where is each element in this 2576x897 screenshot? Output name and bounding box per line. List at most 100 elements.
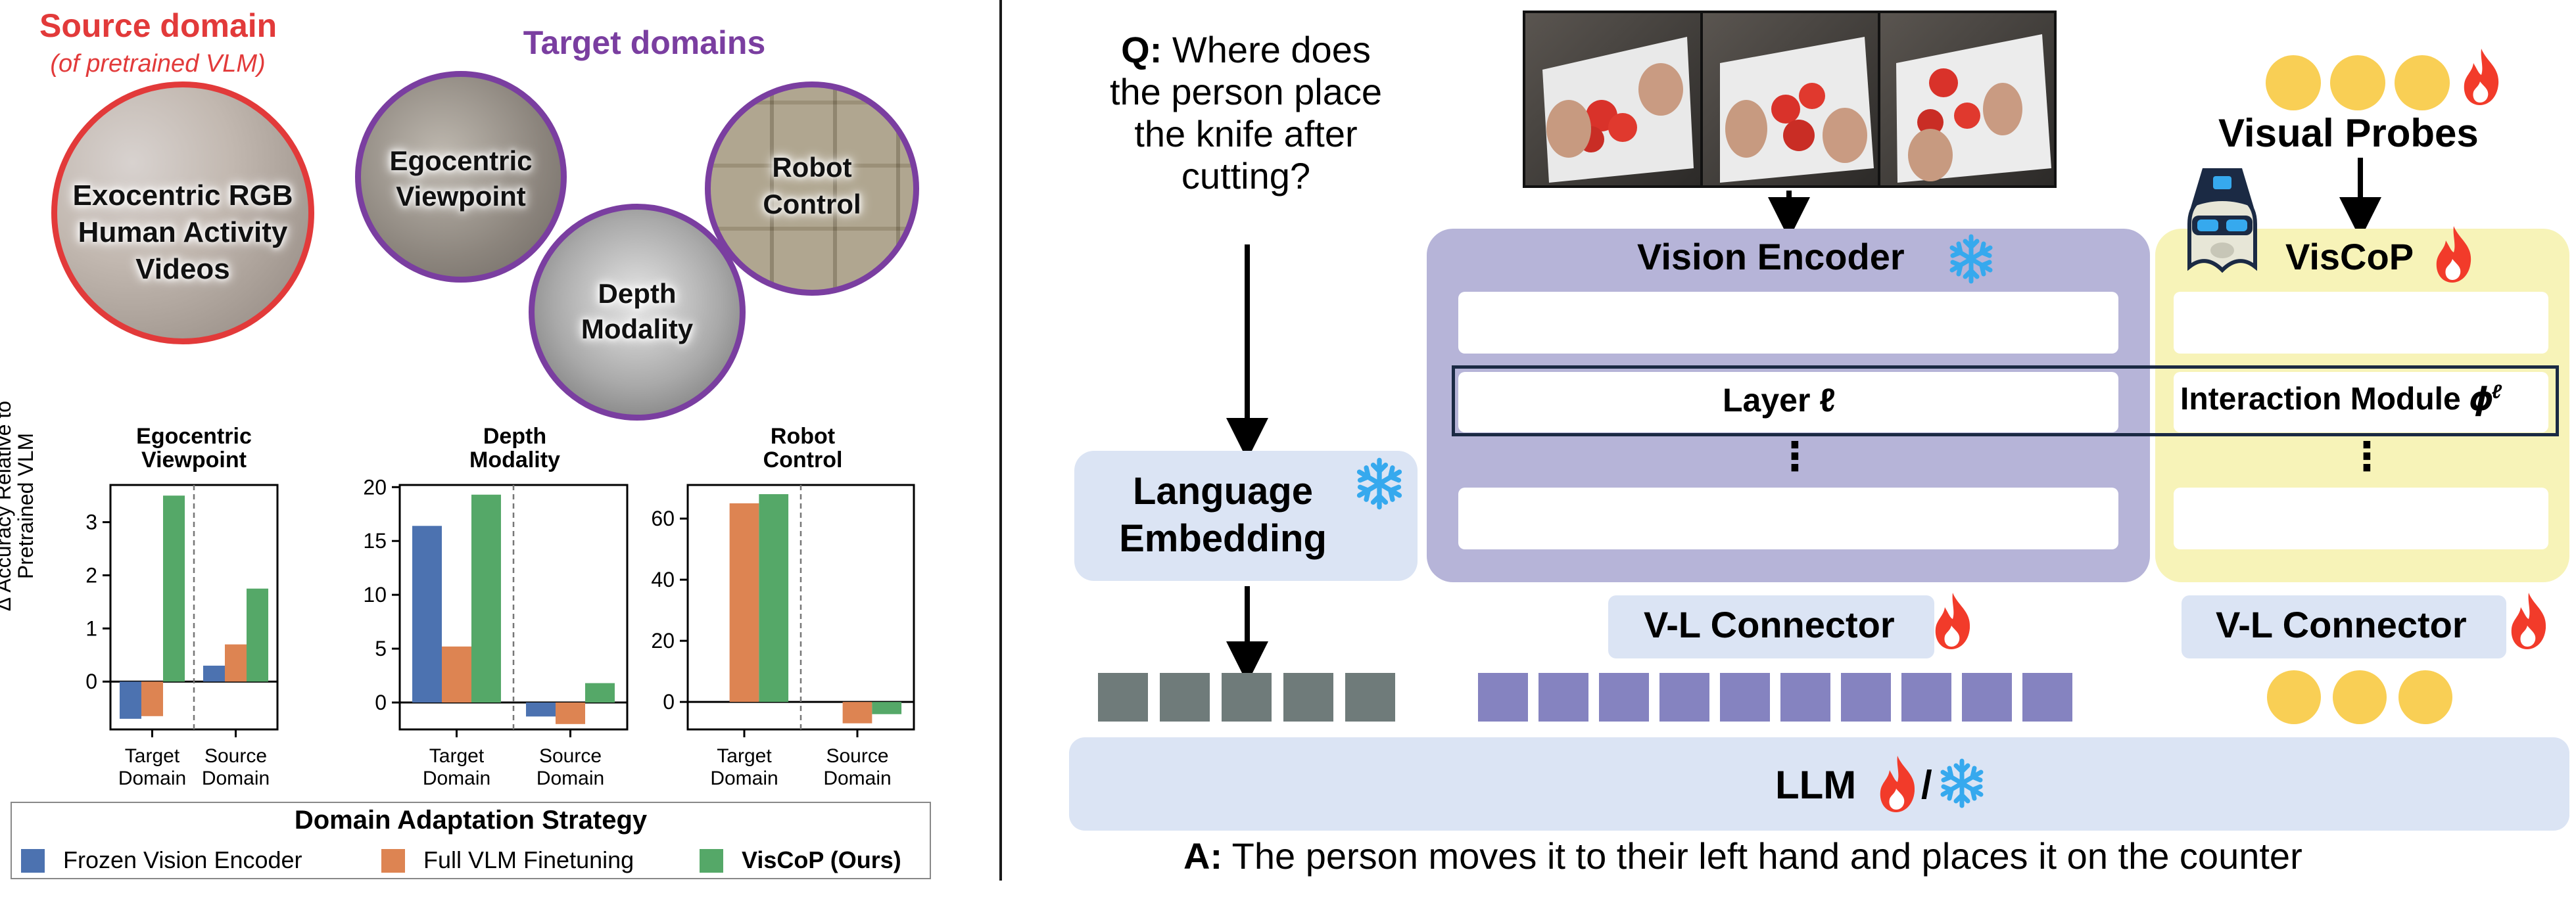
x-tick-label: Domain <box>823 768 891 789</box>
bar <box>842 702 872 724</box>
layer-l-label: Layer ℓ <box>1723 382 1836 419</box>
y-tick-label: 0 <box>375 691 387 714</box>
flame-icon-vl-left <box>1935 593 1970 649</box>
x-tick-label: Target <box>125 745 180 767</box>
flame-icon-llm <box>1880 756 1915 812</box>
x-tick-label: Source <box>826 745 888 767</box>
y-tick-label: 60 <box>651 507 675 530</box>
depth-circle-line-1: Depth <box>598 278 677 309</box>
y-tick-label: 10 <box>363 583 387 607</box>
bar <box>872 702 902 714</box>
robot-circle-line-1: Robot <box>772 152 852 183</box>
x-tick-label: Domain <box>710 768 778 789</box>
visual-token-7 <box>1841 673 1891 722</box>
video-frame-2 <box>1703 13 1878 185</box>
robot-circle-line-2: Control <box>763 189 861 219</box>
chart-1-title-line-1: Egocentric <box>136 424 252 449</box>
bar <box>247 588 269 682</box>
flame-icon-probes <box>2464 49 2499 105</box>
source-circle-line-3: Videos <box>135 253 230 285</box>
visual-token-5 <box>1720 673 1770 722</box>
chart-2-title-line-2: Modality <box>469 448 560 472</box>
source-domain-title: Source domain <box>39 7 277 44</box>
viscop-mascot-icon <box>2187 168 2257 273</box>
bar <box>471 494 501 703</box>
interaction-module-label: Interaction Module 𝝓ℓ <box>2180 381 2502 418</box>
text-token-5 <box>1345 673 1395 722</box>
legend-swatch-viscop <box>700 849 723 873</box>
legend: Domain Adaptation Strategy Frozen Vision… <box>11 802 931 879</box>
visual-token-3 <box>1599 673 1649 722</box>
vl-connector-left-box <box>1608 595 1934 658</box>
visual-token-8 <box>1901 673 1951 722</box>
visual-token-6 <box>1780 673 1830 722</box>
bar <box>584 683 615 703</box>
interaction-module-text: Interaction Module 𝝓 <box>2180 382 2492 417</box>
bar <box>141 681 164 716</box>
encoder-layer-bottom <box>1458 488 2118 549</box>
y-tick-label: 2 <box>85 563 97 587</box>
question-line-3: the knife after <box>1134 113 1358 154</box>
snowflake-icon <box>1356 457 1402 510</box>
target-domains-title: Target domains <box>523 24 766 61</box>
bar <box>119 681 141 719</box>
egocentric-circle: Egocentric Viewpoint <box>355 71 567 283</box>
x-tick-label: Target <box>717 745 772 767</box>
chart-3-title-line-2: Control <box>763 448 843 472</box>
chart-2-title: Depth Modality <box>433 425 597 472</box>
y-tick-label: 15 <box>363 529 387 553</box>
llm-separator: / <box>1921 763 1932 807</box>
robot-control-circle: Robot Control <box>705 81 919 296</box>
bar <box>729 503 759 702</box>
panel-divider <box>999 0 1002 881</box>
source-domain-subtitle: (of pretrained VLM) <box>50 50 266 78</box>
x-tick-label: Domain <box>537 768 604 789</box>
x-tick-label: Source <box>204 745 267 767</box>
video-frames <box>1523 11 2057 188</box>
text-token-2 <box>1160 673 1210 722</box>
ego-circle-line-2: Viewpoint <box>396 181 526 212</box>
visual-token-1 <box>1478 673 1528 722</box>
text-token-1 <box>1098 673 1148 722</box>
legend-label-finetune: Full VLM Finetuning <box>423 846 634 873</box>
language-embedding-line-2: Embedding <box>1119 517 1327 560</box>
probe-token-3 <box>2398 670 2452 724</box>
llm-box <box>1069 737 2569 831</box>
visual-token-4 <box>1659 673 1709 722</box>
bar <box>526 702 556 717</box>
bar <box>556 702 585 724</box>
layer-interaction-outline <box>1452 365 2559 436</box>
text-token-3 <box>1222 673 1272 722</box>
interaction-module-slot <box>2174 372 2548 432</box>
question-line-1: Where does <box>1162 29 1371 70</box>
depth-modality-circle: Depth Modality <box>529 204 746 421</box>
chart-3-title-line-1: Robot <box>770 424 836 449</box>
visual-token-2 <box>1538 673 1588 722</box>
flame-icon-viscop <box>2436 226 2471 283</box>
question-line-2: the person place <box>1109 71 1383 112</box>
x-tick-label: Domain <box>202 768 270 789</box>
visual-probe-dot-2 <box>2330 55 2385 110</box>
vl-connector-right-box <box>2182 595 2506 658</box>
y-tick-label: 0 <box>85 670 97 693</box>
legend-label-frozen: Frozen Vision Encoder <box>63 846 302 873</box>
chart-3-title: Robot Control <box>721 425 885 472</box>
vl-connector-right-label: V-L Connector <box>2216 604 2467 645</box>
flame-icon-vl-right <box>2511 593 2546 649</box>
llm-label: LLM <box>1775 763 1857 807</box>
bar <box>412 526 442 703</box>
viscop-slot-bottom <box>2174 488 2548 549</box>
viscop-title: VisCoP <box>2285 236 2414 277</box>
bar <box>224 644 247 682</box>
encoder-vdots: ⋮ <box>1775 434 1815 478</box>
answer-prefix: A: <box>1183 835 1223 877</box>
video-frame-1 <box>1525 13 1700 185</box>
chart-1-title-line-2: Viewpoint <box>141 448 247 472</box>
legend-title: Domain Adaptation Strategy <box>294 806 648 835</box>
question-prefix: Q: <box>1121 29 1162 70</box>
language-embedding-label: Language Embedding <box>1091 468 1354 563</box>
